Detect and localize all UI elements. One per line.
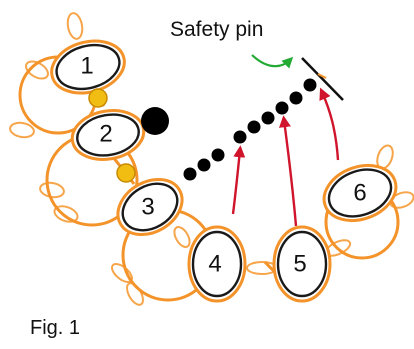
ring-2-number: 2 <box>99 121 112 148</box>
bead <box>261 111 275 125</box>
black-bead-string <box>183 78 317 181</box>
picot-between-3-4 <box>173 226 191 248</box>
bead <box>211 148 225 162</box>
ring-3-number: 3 <box>141 194 154 221</box>
ring-4: 4 <box>187 225 247 303</box>
bead <box>197 158 211 172</box>
picot-right <box>389 191 414 209</box>
ring-5: 5 <box>272 225 332 303</box>
safety-pin-label: Safety pin <box>170 18 263 41</box>
bead <box>275 101 289 115</box>
ring-5-number: 5 <box>293 251 306 278</box>
red-arrow-from-4 <box>231 145 246 215</box>
ring-6-number: 6 <box>353 180 366 207</box>
ring-3: 3 <box>116 177 184 237</box>
numbered-rings: 1 2 3 4 5 <box>50 39 398 303</box>
bead <box>233 130 247 144</box>
ring-6: 6 <box>322 163 398 223</box>
yellow-beads <box>88 88 136 183</box>
picot-left-3 <box>39 181 65 199</box>
ring-1: 1 <box>50 39 126 95</box>
bead <box>183 167 197 181</box>
picot-top <box>66 12 84 40</box>
yellow-bead-1 <box>88 88 108 108</box>
red-arrow-from-5 <box>279 115 298 227</box>
large-black-bead <box>141 107 169 135</box>
safety-pin <box>301 57 344 101</box>
ring-4-number: 4 <box>208 251 221 278</box>
red-arrow-from-6 <box>319 87 340 161</box>
yellow-bead-2 <box>116 163 136 183</box>
bead <box>247 120 261 134</box>
green-arrow-to-pin <box>251 54 294 69</box>
ring-1-number: 1 <box>80 53 93 80</box>
bead <box>303 78 317 92</box>
red-arrows <box>231 87 340 227</box>
picot-left-2 <box>9 121 35 139</box>
safety-pin-line <box>301 57 344 101</box>
figure-caption: Fig. 1 <box>30 317 80 339</box>
bead <box>289 91 303 105</box>
ring-2: 2 <box>70 109 146 161</box>
